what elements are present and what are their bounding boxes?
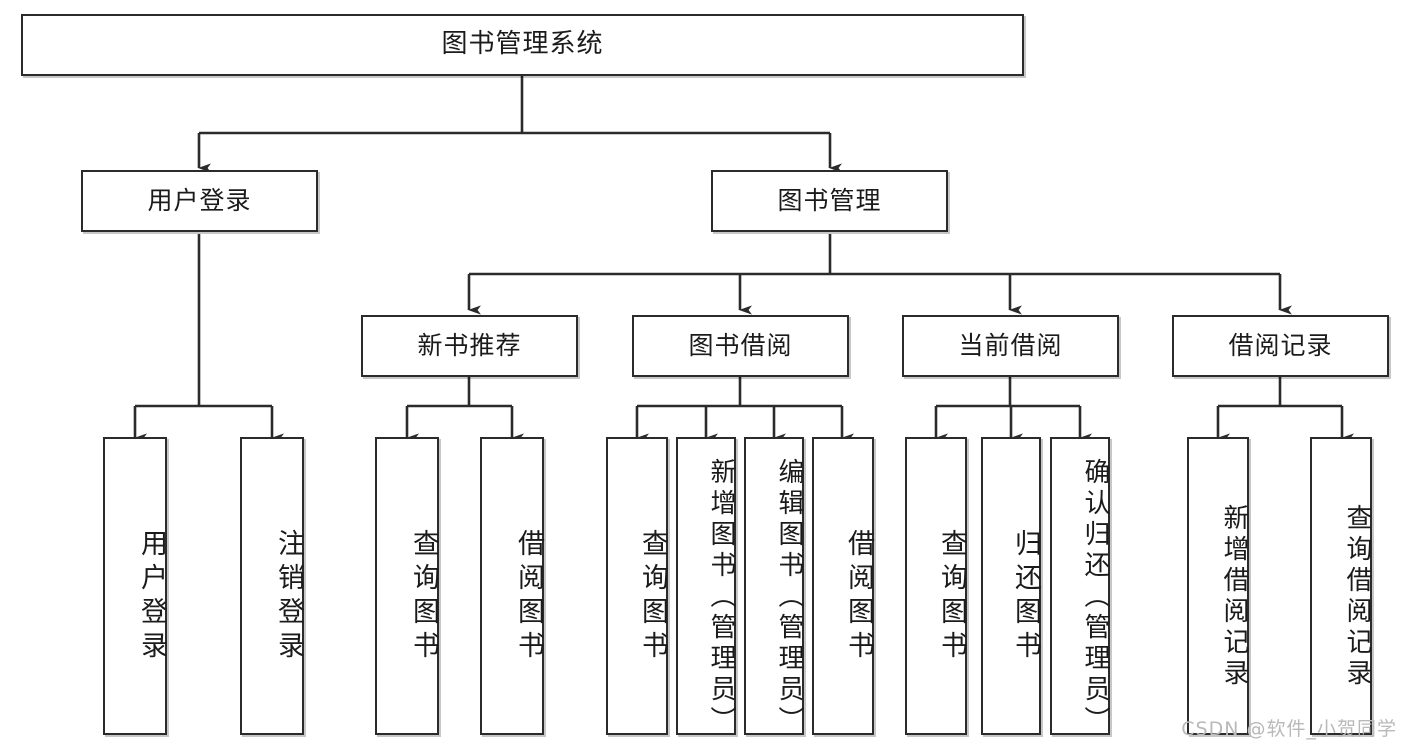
- node-label: 图书管理系统: [441, 29, 604, 60]
- node-book-management[interactable]: 图书管理: [711, 170, 948, 232]
- leaf-return-book[interactable]: 归还图书: [981, 437, 1041, 735]
- node-new-book-recommend[interactable]: 新书推荐: [361, 315, 578, 377]
- node-root-system[interactable]: 图书管理系统: [21, 14, 1024, 76]
- node-label: 查询图书: [637, 529, 668, 665]
- node-label: 注销登录: [273, 529, 304, 665]
- leaf-borrow-book-recommend[interactable]: 借阅图书: [480, 437, 544, 735]
- node-book-borrow[interactable]: 图书借阅: [632, 315, 849, 377]
- node-label: 借阅图书: [843, 529, 874, 665]
- node-label: 新增借阅记录: [1219, 504, 1249, 690]
- leaf-logout[interactable]: 注销登录: [240, 437, 304, 735]
- node-label: 查询借阅记录: [1342, 504, 1372, 690]
- watermark-text: CSDN @软件_小贺同学: [1181, 718, 1397, 740]
- node-label: 用户登录: [147, 185, 252, 215]
- node-label: 当前借阅: [958, 330, 1063, 360]
- leaf-query-book-borrow[interactable]: 查询图书: [606, 437, 668, 735]
- node-label: 用户登录: [136, 529, 167, 665]
- node-label: 借阅记录: [1228, 330, 1333, 360]
- node-label: 查询图书: [408, 529, 439, 665]
- leaf-confirm-return-admin[interactable]: 确认归还（管理员）: [1050, 437, 1110, 737]
- node-label: 借阅图书: [513, 529, 544, 665]
- node-label: 图书借阅: [688, 330, 793, 360]
- leaf-add-borrow-record[interactable]: 新增借阅记录: [1187, 437, 1249, 735]
- node-user-login[interactable]: 用户登录: [81, 170, 318, 232]
- leaf-add-book-admin[interactable]: 新增图书（管理员）: [676, 437, 736, 737]
- leaf-edit-book-admin[interactable]: 编辑图书（管理员）: [744, 437, 804, 737]
- leaf-user-login[interactable]: 用户登录: [103, 437, 167, 735]
- node-borrow-record[interactable]: 借阅记录: [1172, 315, 1389, 377]
- leaf-query-borrow-record[interactable]: 查询借阅记录: [1310, 437, 1372, 735]
- leaf-query-book-recommend[interactable]: 查询图书: [375, 437, 439, 735]
- node-label: 图书管理: [777, 185, 882, 215]
- node-label: 归还图书: [1010, 529, 1041, 665]
- node-label: 查询图书: [936, 529, 967, 665]
- node-label: 新书推荐: [417, 330, 522, 360]
- leaf-borrow-book[interactable]: 借阅图书: [812, 437, 874, 735]
- leaf-query-book-current[interactable]: 查询图书: [905, 437, 967, 735]
- node-current-borrow[interactable]: 当前借阅: [902, 315, 1119, 377]
- node-label: 编辑图书（管理员）: [774, 457, 804, 737]
- node-label: 新增图书（管理员）: [706, 457, 736, 737]
- node-label: 确认归还（管理员）: [1080, 457, 1110, 737]
